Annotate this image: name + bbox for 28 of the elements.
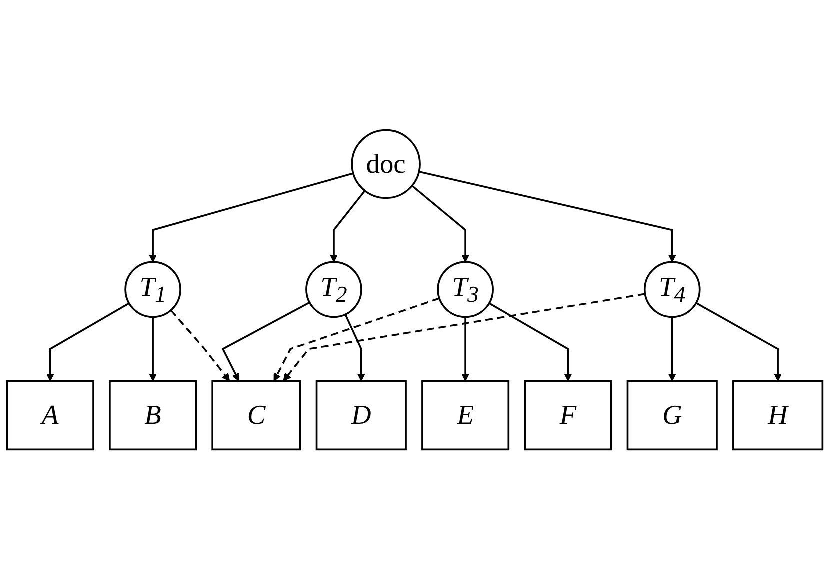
node-box: G [626,380,718,450]
node-circle: T$_{3}$ [437,260,494,318]
node-circle: doc [351,128,421,199]
node-circle: T$_{2}$ [306,260,362,318]
arrow [330,190,366,262]
node-circle: T$_{1}$ [124,260,182,318]
arrow [283,292,646,381]
arrow [149,172,354,262]
node-box: D [316,380,407,450]
arrow [462,316,470,381]
arrow [668,316,676,381]
arrow [149,316,158,381]
node-box: E [422,380,510,450]
node-circle: T$_{4}$ [644,260,701,318]
node-box: C [212,380,302,450]
arrow [274,297,440,381]
arrow [46,302,130,381]
arrow [696,302,782,381]
node-box: F [524,380,612,450]
arrow [418,170,676,262]
arrow [170,309,230,381]
arrow [412,184,470,262]
arrow [222,301,310,381]
node-box: A [6,380,94,450]
arrow [344,314,366,381]
arrow [488,302,572,381]
node-box: H [732,380,824,450]
node-box: B [109,380,198,450]
